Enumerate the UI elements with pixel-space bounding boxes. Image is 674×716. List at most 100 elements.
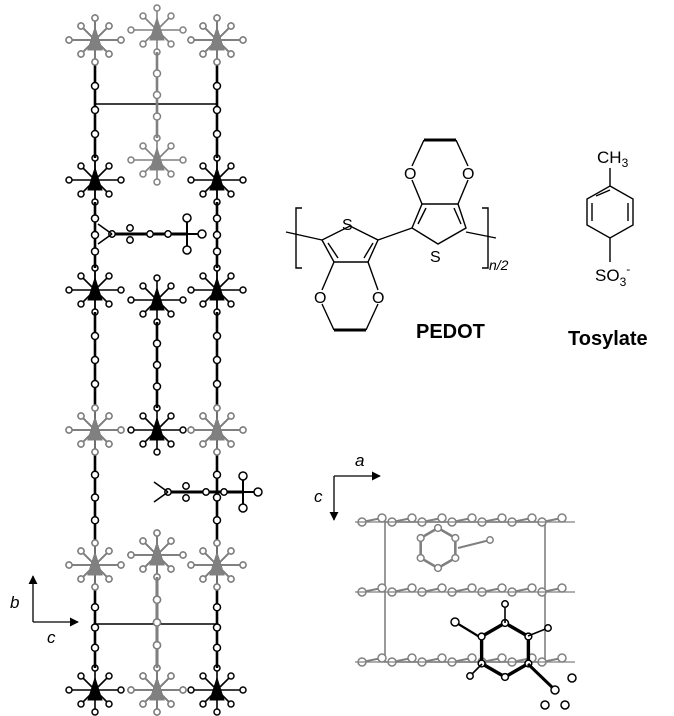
atom [239, 686, 247, 694]
right-bracket [482, 207, 489, 269]
bond [457, 539, 491, 549]
atom [77, 300, 85, 308]
atom [501, 600, 509, 608]
atom [467, 513, 477, 523]
tosylate-labels: CH3 SO3- Tosylate [568, 148, 648, 350]
atom [90, 470, 100, 479]
atom [407, 583, 417, 593]
atom [199, 547, 207, 555]
ring-edge-on [209, 676, 225, 701]
atom [437, 653, 447, 663]
oxygen-label: O [404, 166, 416, 183]
aromatic-ring [479, 621, 531, 679]
ring-edge-on [149, 286, 165, 311]
atom [227, 22, 235, 30]
pedot-structure [285, 138, 497, 332]
atom [91, 539, 99, 547]
atom [77, 700, 85, 708]
atom [433, 523, 443, 533]
atom [212, 129, 222, 139]
atom [212, 603, 222, 612]
atom [451, 533, 460, 543]
ring-edge-on [87, 416, 103, 441]
thiophene-cluster [127, 274, 187, 326]
ring-edge-on [209, 416, 225, 441]
atom [187, 561, 195, 569]
atom [153, 274, 161, 282]
atom [212, 105, 222, 115]
atom [146, 230, 154, 238]
atom [91, 14, 99, 22]
atom [179, 551, 187, 559]
pedot-atom-labels: S S O O O O n/2 PEDOT [314, 166, 509, 343]
atom [227, 162, 235, 170]
atom [105, 440, 113, 448]
atom [567, 673, 577, 683]
thiophene-cluster [187, 14, 247, 66]
atom [199, 300, 207, 308]
atom [167, 565, 175, 573]
atom [127, 156, 135, 164]
axes-bc: b c [10, 575, 79, 647]
atom [213, 539, 221, 547]
atom [167, 440, 175, 448]
bond [97, 233, 113, 245]
atom [212, 470, 222, 479]
atom [65, 686, 73, 694]
atom [187, 36, 195, 44]
atom [560, 700, 570, 710]
atom [182, 245, 192, 255]
atom [182, 494, 190, 502]
atom [91, 448, 99, 456]
atom [227, 272, 235, 280]
atom [179, 686, 187, 694]
atom [199, 412, 207, 420]
atom [199, 272, 207, 280]
atom [227, 50, 235, 58]
atom [437, 583, 447, 593]
atom [90, 379, 100, 389]
thiophene-cluster [187, 404, 247, 456]
atom [557, 513, 567, 523]
atom [199, 50, 207, 58]
atom [167, 142, 175, 150]
atom [182, 482, 190, 490]
crystal-structure-bc-projection [65, 4, 263, 716]
atom [117, 176, 125, 184]
ring-edge-on [149, 416, 165, 441]
atom [77, 412, 85, 420]
ring-edge-on [149, 676, 165, 701]
atom [199, 575, 207, 583]
right-thiophene-ring [411, 203, 467, 245]
atom [227, 575, 235, 583]
ring-edge-on [87, 26, 103, 51]
atom [105, 50, 113, 58]
atom [105, 412, 113, 420]
atom [527, 513, 537, 523]
thiophene-cluster [127, 529, 187, 581]
atom [117, 286, 125, 294]
axis-c-label: c [47, 628, 56, 647]
thiophene-cluster [187, 539, 247, 591]
atom [486, 536, 494, 544]
bond [153, 491, 169, 503]
atom [153, 178, 161, 186]
atom [127, 426, 135, 434]
atom [105, 700, 113, 708]
axis-c-label: c [314, 487, 323, 506]
tosylate-molecule [153, 471, 263, 513]
thiophene-cluster [127, 404, 187, 456]
atom [500, 672, 510, 682]
atom [153, 708, 161, 716]
atom [179, 156, 187, 164]
ring-edge-on [209, 26, 225, 51]
atom [227, 440, 235, 448]
atom [117, 561, 125, 569]
atom [213, 58, 221, 66]
atom [239, 561, 247, 569]
atom [167, 537, 175, 545]
atom [227, 190, 235, 198]
atom [377, 513, 387, 523]
atom [227, 700, 235, 708]
sulfonate-label: SO3- [595, 262, 630, 289]
